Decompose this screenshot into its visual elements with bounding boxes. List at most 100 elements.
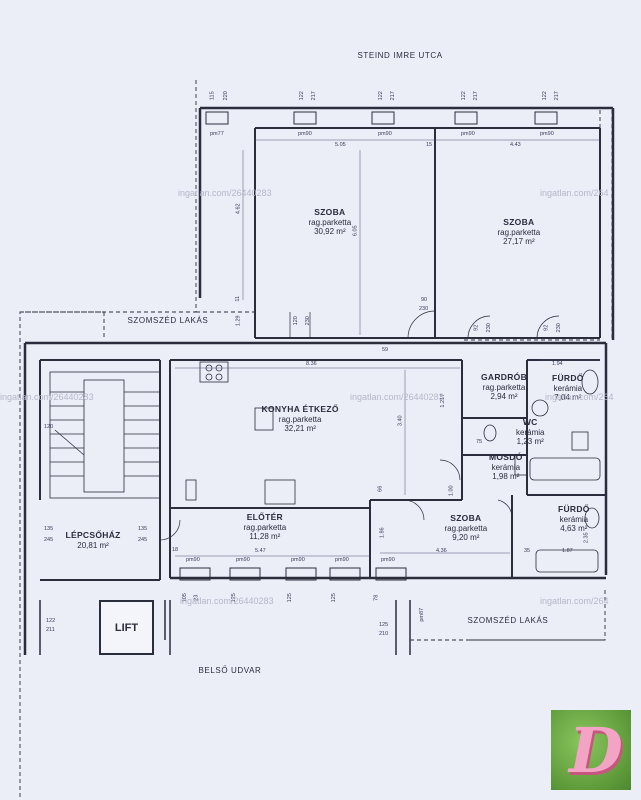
room-area: 4,63 m² [560, 523, 588, 533]
dim-pm90-e: pm90 [186, 557, 200, 563]
dim-78: 78 [373, 594, 380, 601]
room-furdo-1: FÜRDŐ kerámia 7,04 m² [552, 373, 584, 402]
dim-120-door: 120 [292, 316, 299, 326]
dim-235: 2.35 [583, 532, 590, 544]
dim-230-door: 230 [304, 316, 311, 326]
room-area: 7,04 m² [554, 392, 582, 402]
room-area: 11,28 m² [249, 531, 281, 541]
dimension-lines [175, 139, 600, 557]
room-floor: rag.parketta [243, 522, 287, 532]
room-eloter: ELŐTÉR rag.parketta 11,28 m² [243, 512, 287, 541]
dim-90: 90 [421, 297, 428, 303]
room-name: ELŐTÉR [246, 512, 283, 522]
dim-129: 1.29 [235, 315, 242, 327]
dim-pm90-a: pm90 [298, 131, 312, 137]
dim-59: 59 [382, 347, 389, 353]
room-name: SZOBA [503, 217, 535, 227]
dim-120-stair: 120 [44, 424, 54, 430]
dim-122-b: 122 [377, 91, 384, 101]
dim-217-c: 217 [472, 91, 479, 101]
dim-pm90-f: pm90 [236, 557, 250, 563]
room-floor: kerámia [491, 462, 521, 472]
neighbor-bottom-label: SZOMSZÉD LAKÁS [467, 616, 549, 625]
room-szoba-1: SZOBA rag.parketta 30,92 m² [308, 207, 352, 236]
lift-label: LIFT [114, 621, 139, 634]
dim-pm90-d: pm90 [540, 131, 554, 137]
dim-pm90-h: pm90 [335, 557, 349, 563]
dim-pm87: pm87 [419, 607, 426, 622]
dim-443: 4.43 [510, 142, 521, 148]
dim-220: 220 [222, 91, 229, 101]
dim-186: 1.86 [379, 527, 386, 539]
dim-135-a: 135 [44, 526, 54, 532]
dim-122-a: 122 [298, 91, 305, 101]
room-floor: rag.parketta [444, 523, 488, 533]
room-konyha: KONYHA ÉTKEZŐ rag.parketta 32,21 m² [262, 404, 339, 433]
dim-92-b: 92 [543, 324, 550, 331]
dim-125-c: 125 [330, 593, 337, 603]
dim-66: 66 [377, 485, 384, 492]
room-floor: kerámia [516, 427, 545, 437]
dim-230-b: 230 [555, 323, 562, 333]
dim-340: 3.40 [397, 415, 404, 427]
bathroom-fixtures [483, 369, 601, 573]
room-floor: rag.parketta [308, 217, 352, 227]
room-floor: rag.parketta [482, 382, 526, 392]
dim-18: 18 [172, 547, 179, 553]
lift: LIFT [99, 600, 154, 655]
inner-walls [39, 127, 606, 581]
watermark: ingatlan.com/26440283 [0, 392, 94, 402]
watermark: ingatlan.com/264 [540, 596, 609, 606]
room-area: 32,21 m² [284, 423, 316, 433]
room-area: 20,81 m² [77, 540, 109, 550]
dim-pm90-g: pm90 [291, 557, 305, 563]
room-name: SZOBA [450, 513, 482, 523]
dim-115: 115 [209, 91, 216, 101]
room-area: 27,17 m² [503, 236, 535, 246]
room-name: LÉPCSŐHÁZ [65, 530, 121, 540]
dim-462: 4.62 [235, 203, 242, 215]
dim-135-b: 135 [138, 526, 148, 532]
dim-217-b: 217 [389, 91, 396, 101]
room-name: GARDRÓB [481, 372, 528, 382]
room-name: FÜRDŐ [558, 504, 590, 514]
room-furdo-2: FÜRDŐ kerámia 4,63 m² [558, 504, 590, 533]
room-szoba-2: SZOBA rag.parketta 27,17 m² [498, 217, 541, 246]
logo-letter: D [569, 714, 623, 787]
dim-230-a: 230 [485, 323, 492, 333]
room-area: 1,23 m² [516, 436, 544, 446]
room-szoba-3: SZOBA rag.parketta 9,20 m² [444, 513, 488, 542]
room-floor: kerámia [553, 383, 583, 393]
room-mosdo: MOSDÓ kerámia 1,98 m² [489, 452, 523, 481]
dim-75: 75 [476, 439, 483, 445]
dim-245-a: 245 [44, 537, 54, 543]
dim-15: 15 [426, 142, 433, 148]
dim-187: 1.87 [562, 548, 573, 554]
dim-194: 1.94 [552, 361, 563, 367]
door-swings [159, 310, 560, 541]
dim-122-d: 122 [541, 91, 548, 101]
watermark: ingatlan.com/264 [545, 392, 614, 402]
room-area: 30,92 m² [314, 226, 346, 236]
street-label: STEIND IMRE UTCA [357, 51, 443, 60]
dim-547: 5.47 [255, 548, 266, 554]
room-lepcsohaz: LÉPCSŐHÁZ 20,81 m² [65, 530, 121, 550]
dim-35: 35 [524, 548, 531, 554]
dim-125-b: 125 [286, 593, 293, 603]
dim-210: 210 [379, 631, 389, 637]
room-area: 2,94 m² [490, 391, 518, 401]
dim-122-c: 122 [460, 91, 467, 101]
bottom-windows [179, 567, 407, 581]
agency-logo: D [551, 710, 631, 790]
dim-230: 230 [419, 306, 429, 312]
room-gardrob: GARDRÓB rag.parketta 2,94 m² [481, 372, 528, 401]
dim-217-d: 217 [553, 91, 560, 101]
room-area: 1,98 m² [492, 471, 520, 481]
neighbor-top-label: SZOMSZÉD LAKÁS [127, 316, 209, 325]
dim-pm77: pm77 [210, 131, 224, 137]
staircase [49, 371, 161, 499]
courtyard-label: BELSŐ UDVAR [198, 666, 262, 675]
entrance [24, 600, 411, 655]
dim-505: 5.05 [335, 142, 346, 148]
